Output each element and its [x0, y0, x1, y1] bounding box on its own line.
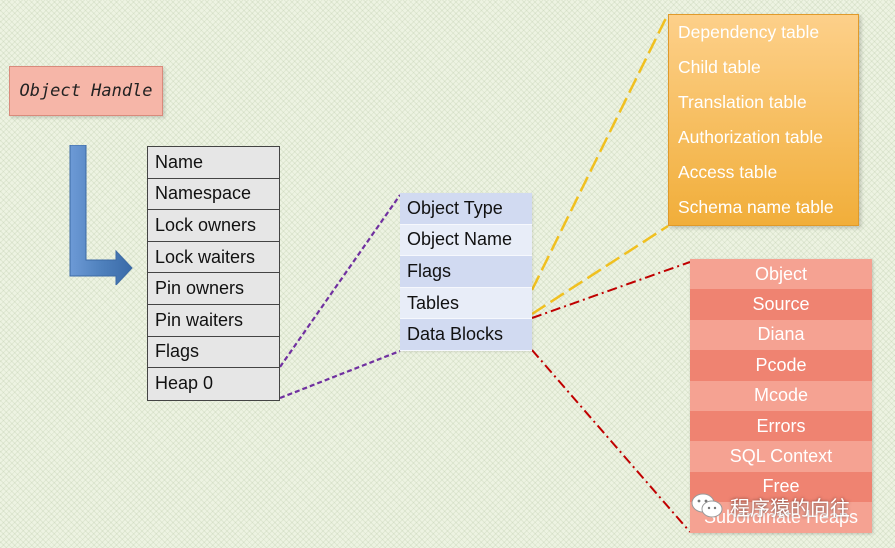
table-item-schema-name: Schema name table [678, 197, 834, 217]
heap-0-object-table: Object Type Object Name Flags Tables Dat… [400, 193, 532, 351]
data-block-diana: Diana [690, 319, 872, 351]
table-item-authorization: Authorization table [678, 127, 823, 147]
data-block-object: Object [690, 259, 872, 290]
object-field-name: Object Name [400, 224, 532, 257]
handle-field-flags: Flags [148, 337, 279, 369]
wechat-icon [691, 493, 723, 518]
watermark-text: 程序猿的向往 [730, 495, 850, 520]
table-item-child: Child table [678, 57, 761, 77]
table-item-dependency: Dependency table [678, 22, 820, 42]
handle-field-pin-owners: Pin owners [148, 273, 279, 305]
watermark: 程序猿的向往 [690, 488, 850, 524]
connector-flags-to-object [279, 194, 401, 368]
handle-field-pin-waiters: Pin waiters [148, 305, 279, 337]
handle-field-lock-owners: Lock owners [148, 210, 279, 242]
table-item-translation: Translation table [678, 92, 807, 112]
tables-list: Dependency table Child table Translation… [668, 14, 859, 226]
connector-tables-to-bottom [531, 224, 669, 316]
connector-heap0-to-object [279, 349, 401, 400]
connector-tables-to-top [530, 13, 670, 291]
connector-datablocks-to-bottom [531, 349, 691, 533]
data-block-mcode: Mcode [690, 380, 872, 411]
data-block-free: Free [690, 471, 872, 503]
handle-field-lock-waiters: Lock waiters [148, 242, 279, 274]
data-blocks-list: Object Source Diana Pcode Mcode Errors S… [690, 259, 872, 533]
data-block-sql-context: SQL Context [690, 441, 872, 472]
object-field-tables: Tables [400, 287, 532, 320]
data-block-errors: Errors [690, 410, 872, 442]
object-field-data-blocks: Data Blocks [400, 319, 532, 351]
handle-field-namespace: Namespace [148, 179, 279, 211]
handle-field-heap-0: Heap 0 [155, 373, 214, 394]
connector-datablocks-to-top [531, 261, 691, 319]
table-item-access: Access table [678, 162, 778, 182]
object-handle-title: Object Handle [9, 66, 163, 116]
object-field-flags: Flags [400, 256, 532, 288]
object-handle-table: Name Namespace Lock owners Lock waiters … [147, 146, 280, 401]
object-field-type: Object Type [400, 193, 532, 225]
handle-field-name: Name [148, 147, 279, 179]
data-block-pcode: Pcode [690, 350, 872, 381]
data-block-source: Source [690, 289, 872, 320]
down-right-arrow-icon [69, 145, 133, 285]
